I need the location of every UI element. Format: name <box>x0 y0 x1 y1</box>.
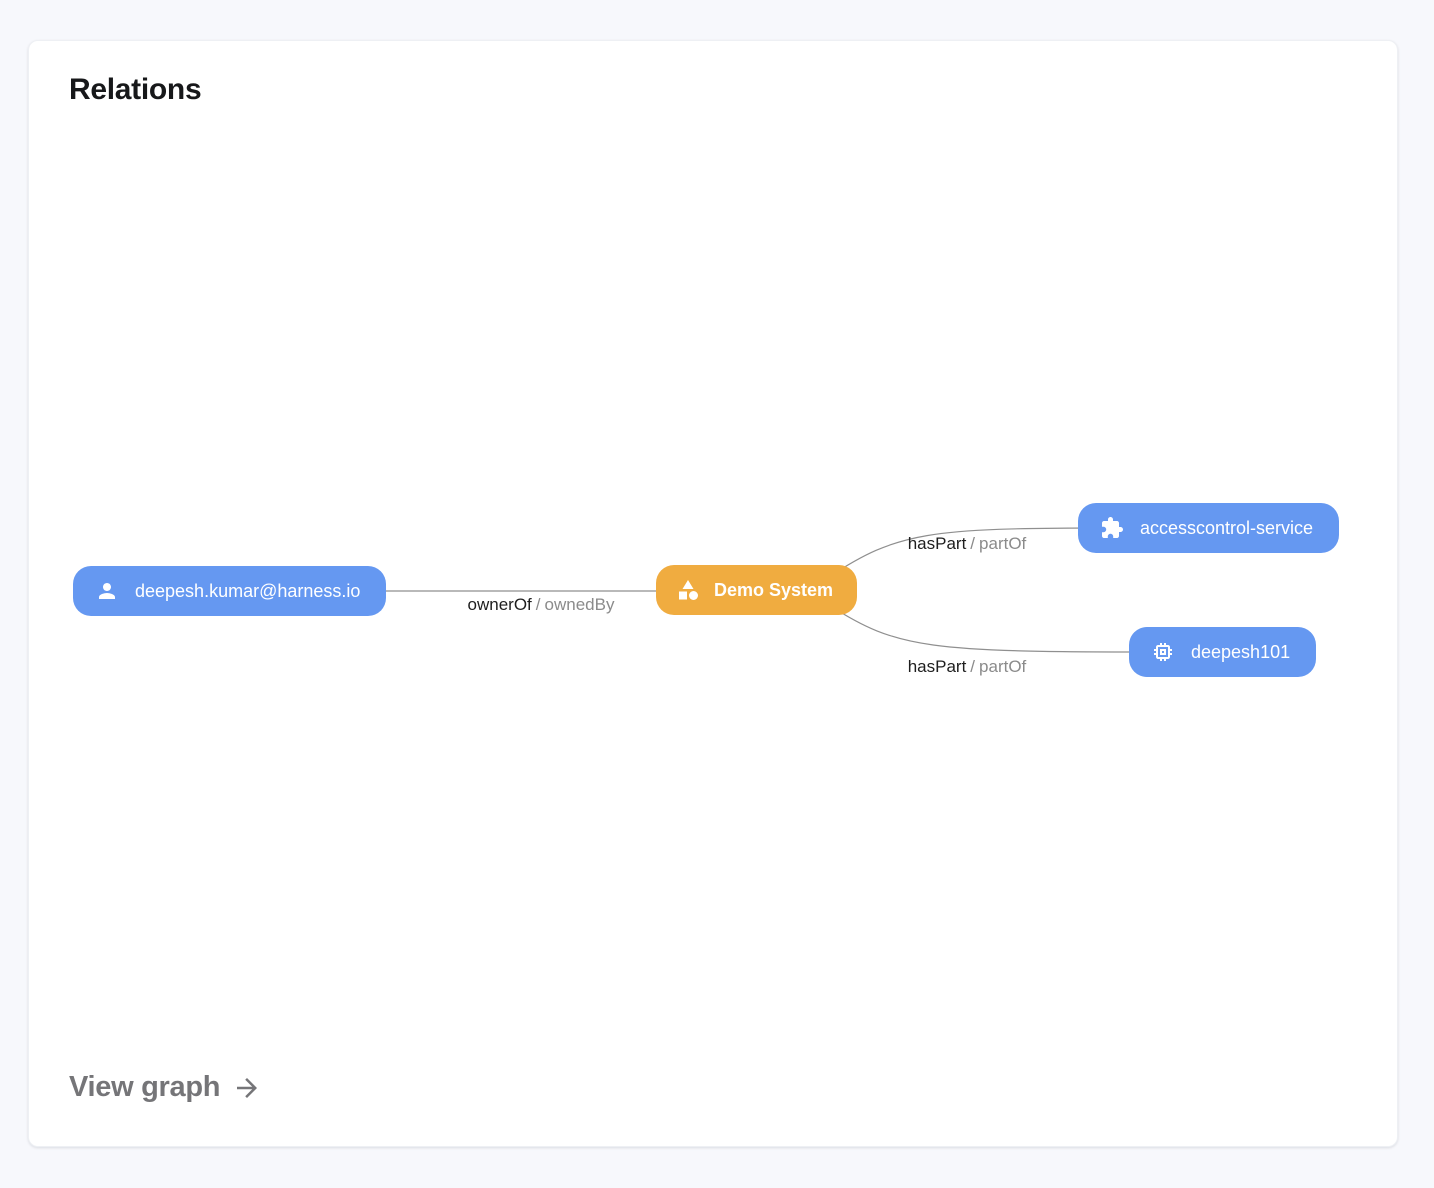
node-user-deepesh-kumar[interactable]: deepesh.kumar@harness.io <box>73 566 387 616</box>
node-label: deepesh101 <box>1191 641 1291 662</box>
edge-label-secondary: partOf <box>979 534 1027 553</box>
edge-label-separator: / <box>970 657 976 676</box>
edge-label-separator: / <box>535 595 541 614</box>
edge-label-secondary: partOf <box>979 657 1027 676</box>
edge-label-haspart-top: hasPart/partOf <box>857 534 1077 554</box>
memory-icon <box>1151 640 1175 664</box>
edge-label-haspart-bottom: hasPart/partOf <box>857 657 1077 677</box>
node-label: deepesh.kumar@harness.io <box>135 580 361 601</box>
node-system-demo-system[interactable]: Demo System <box>656 565 858 615</box>
edge-has-part-top <box>828 527 1110 578</box>
extension-icon <box>1100 516 1124 540</box>
edge-label-primary: hasPart <box>907 534 967 553</box>
arrow-forward-icon <box>237 1077 258 1098</box>
edge-label-primary: ownerOf <box>467 595 532 614</box>
node-label: accesscontrol-service <box>1140 517 1314 538</box>
node-label: Demo System <box>714 579 834 600</box>
edge-label-ownerof: ownerOf/ownedBy <box>431 595 651 615</box>
view-graph-link[interactable]: View graph <box>69 1071 262 1104</box>
relations-card: Relations ownerOf/ownedBy hasPart/partOf… <box>28 40 1398 1147</box>
edge-has-part-bottom <box>828 604 1160 653</box>
person-icon <box>95 579 119 603</box>
node-resource-deepesh101[interactable]: deepesh101 <box>1129 627 1317 677</box>
node-component-accesscontrol-service[interactable]: accesscontrol-service <box>1078 503 1340 553</box>
edge-label-separator: / <box>970 534 976 553</box>
edge-label-primary: hasPart <box>907 657 967 676</box>
card-title: Relations <box>69 73 202 106</box>
view-graph-label: View graph <box>69 1071 221 1103</box>
relations-graph: ownerOf/ownedBy hasPart/partOf hasPart/p… <box>29 41 1397 1146</box>
edge-label-secondary: ownedBy <box>544 595 615 614</box>
category-icon <box>676 578 700 602</box>
